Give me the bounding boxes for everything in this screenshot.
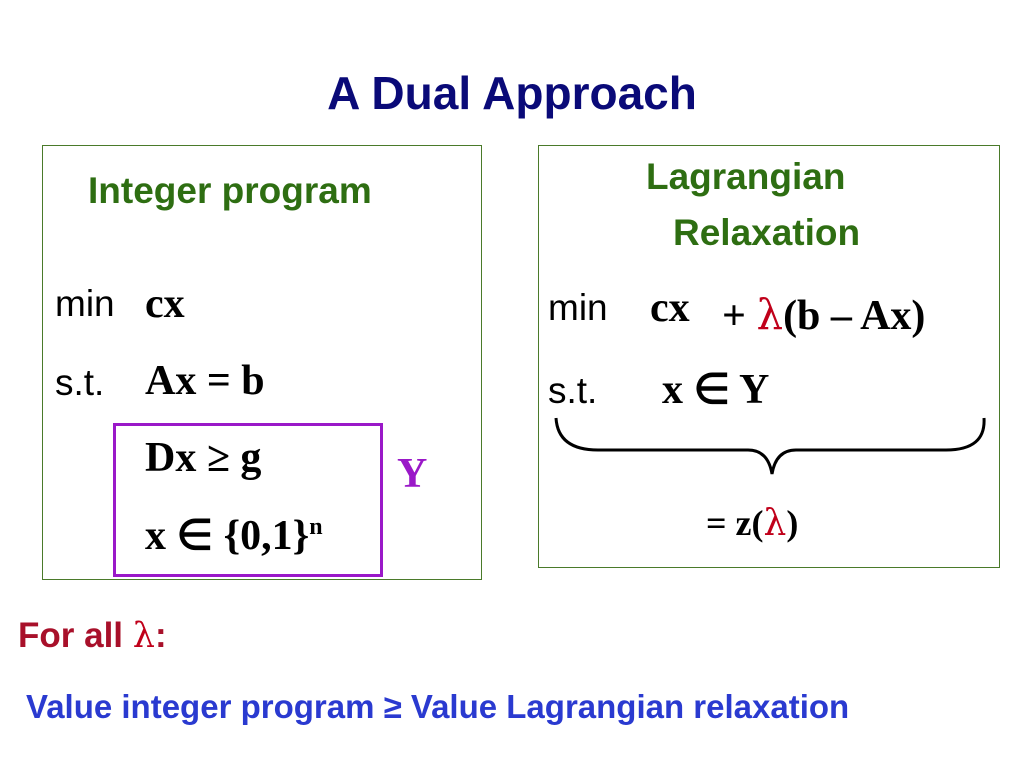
z-prefix: = z( [706, 503, 764, 543]
ip-min-label: min [55, 283, 115, 324]
plus-sign: + [722, 293, 746, 339]
binary-set-text: x ∈ {0,1} [145, 513, 310, 559]
lr-min-label: min [548, 287, 608, 328]
lr-constraint: x ∈ Y [662, 367, 770, 413]
ip-constraint-binary: x ∈ {0,1}n [145, 510, 323, 560]
slide-title: A Dual Approach [327, 67, 697, 119]
ip-st-label: s.t. [55, 362, 105, 403]
binary-exponent: n [309, 514, 323, 540]
lambda-symbol: λ [756, 290, 784, 339]
for-all-text: For all [18, 616, 133, 655]
ip-constraint-ax-b: Ax = b [145, 358, 265, 404]
ip-constraint-dx-g: Dx ≥ g [145, 435, 262, 481]
y-set-label: Y [397, 451, 428, 497]
penalty-expression: (b – Ax) [783, 293, 926, 339]
ip-objective: cx [145, 281, 185, 327]
lr-penalty-term: + λ(b – Ax) [722, 290, 925, 340]
curly-brace-icon [554, 417, 986, 475]
z-suffix: ) [786, 503, 799, 543]
for-all-lambda-symbol: λ [132, 616, 155, 656]
for-all-colon: : [154, 616, 167, 655]
lagrangian-heading-line1: Lagrangian [646, 156, 846, 197]
z-lambda-result: = z(λ) [706, 502, 798, 544]
integer-program-heading: Integer program [88, 170, 372, 211]
lagrangian-relaxation-box [538, 145, 1000, 568]
for-all-lambda: For all λ: [18, 616, 167, 656]
lr-st-label: s.t. [548, 370, 598, 411]
y-set-box [113, 423, 383, 577]
duality-statement: Value integer program ≥ Value Lagrangian… [26, 688, 850, 725]
lagrangian-heading-line2: Relaxation [673, 212, 861, 253]
lr-objective: cx [650, 285, 690, 331]
z-lambda-symbol: λ [763, 503, 787, 544]
